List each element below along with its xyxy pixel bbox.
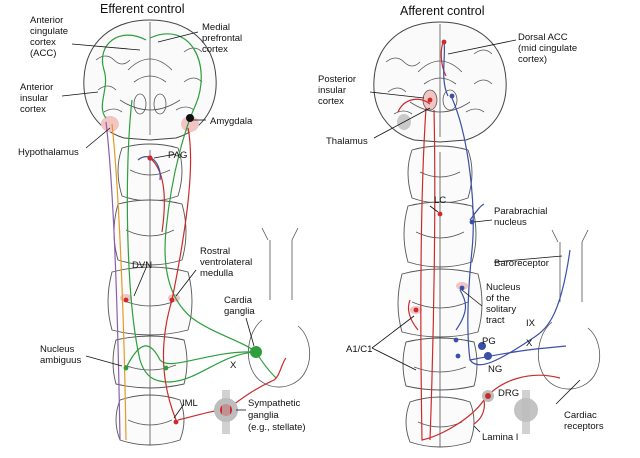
label-dorsal-acc: Dorsal ACC bbox=[518, 32, 568, 43]
label-nts: solitary bbox=[486, 304, 516, 315]
amygdala-marker bbox=[186, 114, 194, 122]
efferent-brainstem bbox=[107, 143, 193, 446]
label-sympathetic-ganglia: ganglia bbox=[248, 410, 279, 421]
label-thalamus: Thalamus bbox=[326, 136, 368, 147]
label-posterior-insula: cortex bbox=[318, 96, 344, 107]
afferent-heart bbox=[538, 229, 601, 390]
label-mpfc: Medial bbox=[202, 22, 230, 33]
label-posterior-insula: insular bbox=[318, 85, 346, 96]
label-baroreceptor: Baroreceptor bbox=[494, 258, 549, 269]
label-nucleus-ambiguus: Nucleus bbox=[40, 344, 75, 355]
label-cardiac-receptors: receptors bbox=[564, 421, 604, 432]
afferent-pathways bbox=[397, 39, 571, 441]
label-acc: cortex bbox=[30, 37, 56, 48]
afferent-brain-section bbox=[373, 21, 507, 143]
efferent-title: Efferent control bbox=[100, 2, 185, 16]
afferent-title: Afferent control bbox=[400, 4, 485, 18]
efferent-nuclei bbox=[123, 114, 262, 434]
label-nts: Nucleus bbox=[486, 282, 521, 293]
afferent-nuclei bbox=[413, 39, 538, 434]
label-mpfc: prefrontal bbox=[202, 33, 242, 44]
label-anterior-insula: insular bbox=[20, 93, 48, 104]
label-cardiac-receptors: Cardiac bbox=[564, 410, 597, 421]
label-cardia-ganglia: ganglia bbox=[224, 306, 255, 317]
label-dvn: DVN bbox=[132, 260, 152, 271]
afferent-panel: Afferent control bbox=[318, 4, 604, 448]
drg-marker bbox=[485, 393, 491, 399]
label-drg: DRG bbox=[498, 388, 519, 399]
label-nts: tract bbox=[486, 315, 505, 326]
label-pag: PAG bbox=[168, 150, 187, 161]
label-dorsal-acc: (mid cingulate bbox=[518, 43, 577, 54]
petrosal-ganglion-marker bbox=[478, 342, 486, 350]
label-vagus-x: X bbox=[230, 360, 237, 371]
efferent-heart bbox=[248, 227, 311, 388]
label-mpfc: cortex bbox=[202, 44, 228, 55]
efferent-panel: Efferent control bbox=[18, 2, 311, 446]
label-amygdala: Amygdala bbox=[210, 116, 253, 127]
label-lamina-i: Lamina I bbox=[482, 432, 518, 443]
label-anterior-insula: Anterior bbox=[20, 82, 53, 93]
label-posterior-insula: Posterior bbox=[318, 74, 356, 85]
label-parabrachial: Parabrachial bbox=[494, 206, 547, 217]
label-pg: PG bbox=[482, 336, 496, 347]
label-acc: Anterior bbox=[30, 15, 63, 26]
label-rvlm: medulla bbox=[200, 268, 234, 279]
afferent-leaders bbox=[369, 39, 581, 433]
label-acc: cingulate bbox=[30, 26, 68, 37]
label-rvlm: Rostral bbox=[200, 246, 230, 257]
afferent-brainstem bbox=[397, 145, 483, 448]
nodose-ganglion-marker bbox=[484, 352, 492, 360]
label-parabrachial: nucleus bbox=[494, 217, 527, 228]
efferent-leaders bbox=[61, 31, 255, 419]
label-ng: NG bbox=[488, 364, 502, 375]
label-sympathetic-ganglia: Sympathetic bbox=[248, 398, 301, 409]
label-dorsal-acc: cortex) bbox=[518, 54, 547, 65]
efferent-pathways bbox=[101, 33, 287, 441]
label-anterior-insula: cortex bbox=[20, 104, 46, 115]
label-vagus-x: X bbox=[526, 338, 533, 349]
label-sympathetic-ganglia: (e.g., stellate) bbox=[248, 422, 306, 433]
label-hypothalamus: Hypothalamus bbox=[18, 147, 79, 158]
label-acc: (ACC) bbox=[30, 48, 56, 59]
label-nts: of the bbox=[486, 293, 510, 304]
label-glossopharyngeal-ix: IX bbox=[526, 318, 536, 329]
label-a1c1: A1/C1 bbox=[346, 344, 372, 355]
label-cardia-ganglia: Cardia bbox=[224, 295, 253, 306]
cardiac-ganglion-marker bbox=[250, 346, 262, 358]
label-rvlm: ventrolateral bbox=[200, 257, 252, 268]
label-iml: IML bbox=[182, 398, 198, 409]
label-nucleus-ambiguus: ambiguus bbox=[40, 355, 81, 366]
label-lc: LC bbox=[434, 195, 446, 206]
